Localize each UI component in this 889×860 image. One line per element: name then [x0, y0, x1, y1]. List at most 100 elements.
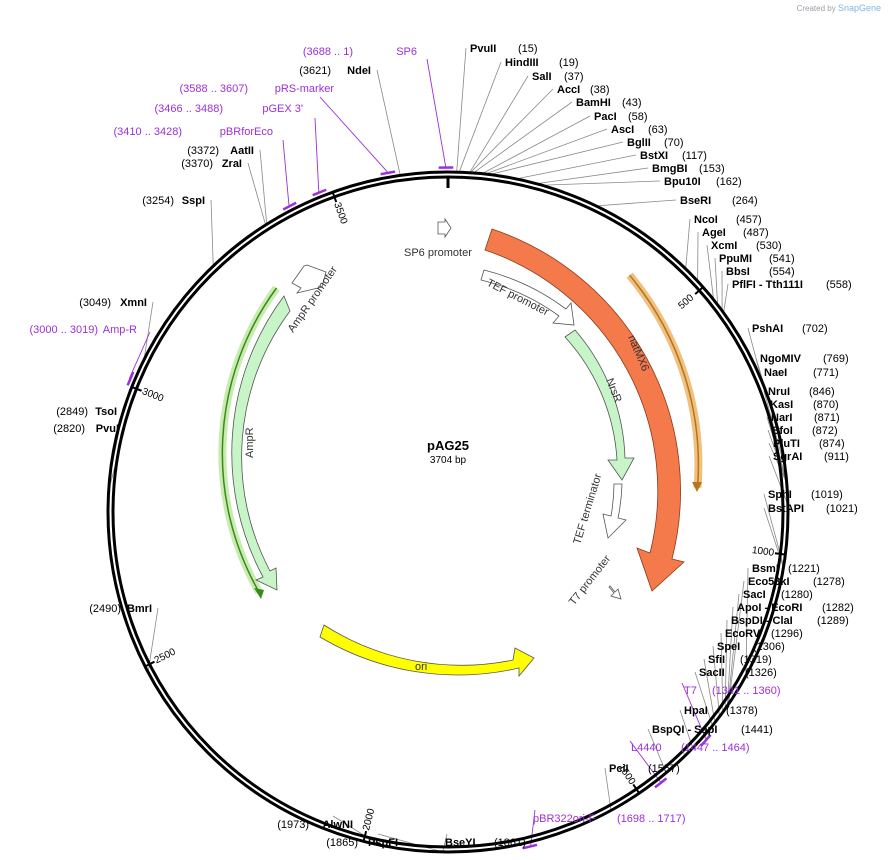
plasmid-name: pAG25: [427, 438, 469, 453]
enzyme-pflfitth111i: PflFI - Tth111I(558): [732, 279, 852, 291]
enzyme-ppumi-pos: (541): [769, 253, 795, 265]
enzyme-pos: (2849): [56, 406, 88, 418]
enzyme-ngomiv-pos: (769): [823, 353, 849, 365]
primer-leader: [128, 331, 151, 379]
tick-1000: [774, 552, 785, 556]
enzyme-bmgbi: BmgBI(153): [652, 163, 725, 175]
enzyme-asci: AscI(63): [611, 124, 668, 136]
enzyme-pshai: PshAI(702): [752, 323, 828, 335]
enzyme-eco53ki-pos: (1278): [813, 576, 845, 588]
primer-marks: [126, 166, 712, 850]
leader-line: [210, 199, 214, 267]
primer-name: pBR322ori-F: [533, 813, 596, 825]
primer-leader: [282, 139, 290, 206]
enzyme-tsoi: TsoI (2849): [56, 406, 117, 418]
enzyme-bpu10i-name: Bpu10I: [664, 176, 701, 188]
leader-line: [540, 180, 661, 186]
enzyme-acci-name: AccI: [557, 84, 580, 96]
enzyme-bmgbi-name: BmgBI: [652, 163, 687, 175]
enzyme-eco53ki-name: Eco53kI: [748, 576, 790, 588]
enzyme-pspfi: PspFI(1865): [326, 837, 398, 849]
leader-line: [472, 101, 573, 174]
leader-line: [594, 199, 677, 207]
primer-range: (1341 .. 1360): [712, 685, 781, 697]
enzyme-sfoi: SfoI(872): [772, 425, 838, 437]
enzyme-bglii: BglII(70): [627, 137, 684, 149]
enzyme-bsmi-pos: (1221): [788, 563, 820, 575]
enzyme-xmni: XmnI(3049): [79, 297, 147, 309]
enzyme-paci: PacI(58): [594, 111, 648, 123]
enzyme-hindiii-pos: (19): [559, 57, 579, 69]
primer-mark: [282, 201, 297, 211]
primer-ampr: Amp-R(3000 .. 3019): [30, 324, 138, 336]
label-tef-terminator: TEF terminator: [571, 472, 604, 546]
primer-name: pGEX 3': [262, 103, 303, 115]
leader-line: [143, 301, 154, 362]
enzyme-name: PspFI: [368, 837, 398, 849]
enzyme-name: SspI: [182, 195, 205, 207]
ampr-thin-arrowhead: [254, 588, 264, 599]
enzyme-bseyi-name: BseYI: [445, 837, 476, 849]
primer-mark: [699, 734, 712, 747]
enzyme-bstapi-pos: (1021): [826, 503, 858, 515]
enzyme-bmri: BmrI(2490): [89, 603, 152, 615]
leader-line: [712, 645, 720, 717]
enzyme-bseri: BseRI(264): [680, 195, 758, 207]
enzyme-acci-pos: (38): [590, 84, 610, 96]
enzyme-pvui: PvuI(2820): [53, 423, 119, 435]
enzyme-sfoi-pos: (872): [812, 425, 838, 437]
enzyme-name: ZraI: [222, 158, 242, 170]
leader-line: [724, 619, 728, 709]
leader-line: [604, 767, 612, 810]
tick-label: 3500: [331, 201, 349, 226]
enzyme-bspqisapi: BspQI - SapI(1441): [652, 724, 773, 736]
primer-pgex3: pGEX 3'(3466 .. 3488): [155, 103, 304, 115]
tick-label: 3000: [140, 386, 165, 405]
enzyme-sfii-pos: (1319): [740, 654, 772, 666]
enzyme-naei-pos: (771): [813, 367, 839, 379]
leader-line: [247, 162, 267, 226]
enzyme-xcmi-pos: (530): [756, 240, 782, 252]
enzyme-apoiecori-name: ApoI - EcoRI: [737, 602, 802, 614]
primer-range: (1698 .. 1717): [617, 813, 686, 825]
tick-label: 500: [676, 292, 696, 312]
enzyme-ppumi-name: PpuMI: [719, 253, 752, 265]
enzyme-pcii-name: PciI: [609, 763, 629, 775]
enzyme-bseyi-pos: (1861): [494, 837, 526, 849]
enzyme-ngomiv: NgoMIV(769): [760, 353, 849, 365]
enzyme-bbsi: BbsI(554): [726, 266, 795, 278]
enzyme-bstxi-name: BstXI: [640, 150, 668, 162]
primer-range: (1447 .. 1464): [681, 742, 750, 754]
enzyme-name: TsoI: [95, 406, 117, 418]
tick-3000: [131, 386, 142, 392]
primer-name: SP6: [396, 46, 417, 58]
enzyme-naei: NaeI(771): [764, 367, 839, 379]
enzyme-pshai-name: PshAI: [752, 323, 783, 335]
tick-500: [694, 286, 704, 295]
enzyme-bstxi-pos: (117): [682, 150, 707, 162]
enzyme-sacii-name: SacII: [699, 667, 725, 679]
enzyme-alwni: AlwNI(1973): [277, 819, 353, 831]
enzyme-sphi: SphI(1019): [768, 489, 843, 501]
primer-leader: [314, 117, 320, 192]
enzyme-bsmi: BsmI(1221): [752, 563, 820, 575]
enzyme-pos: (2820): [53, 423, 85, 435]
enzyme-pluti: PluTI(874): [773, 438, 845, 450]
ampr-thin-arc-core: [221, 287, 278, 593]
enzyme-pos: (3049): [79, 297, 111, 309]
feature-sp6-promoter: [437, 217, 452, 239]
enzyme-ecorv: EcoRV(1296): [725, 628, 803, 640]
enzyme-pvuii: PvuII(15): [470, 43, 538, 55]
enzyme-bspdiclai-name: BspDI - ClaI: [731, 615, 793, 627]
label-sp6-promoter: SP6 promoter: [404, 247, 472, 259]
enzyme-acci: AccI (38): [557, 84, 610, 96]
leader-line: [484, 128, 608, 175]
enzyme-hindiii: HindIII(19): [505, 57, 579, 69]
leader-line: [332, 815, 380, 845]
leader-line: [147, 607, 159, 672]
enzyme-bamhi-name: BamHI: [576, 97, 611, 109]
label-ampr: AmpR: [244, 427, 256, 458]
primer-pbrforeco: pBRforEco(3410 .. 3428): [114, 126, 274, 138]
enzyme-ncoi-name: NcoI: [694, 214, 718, 226]
enzyme-saci-name: SacI: [743, 589, 766, 601]
